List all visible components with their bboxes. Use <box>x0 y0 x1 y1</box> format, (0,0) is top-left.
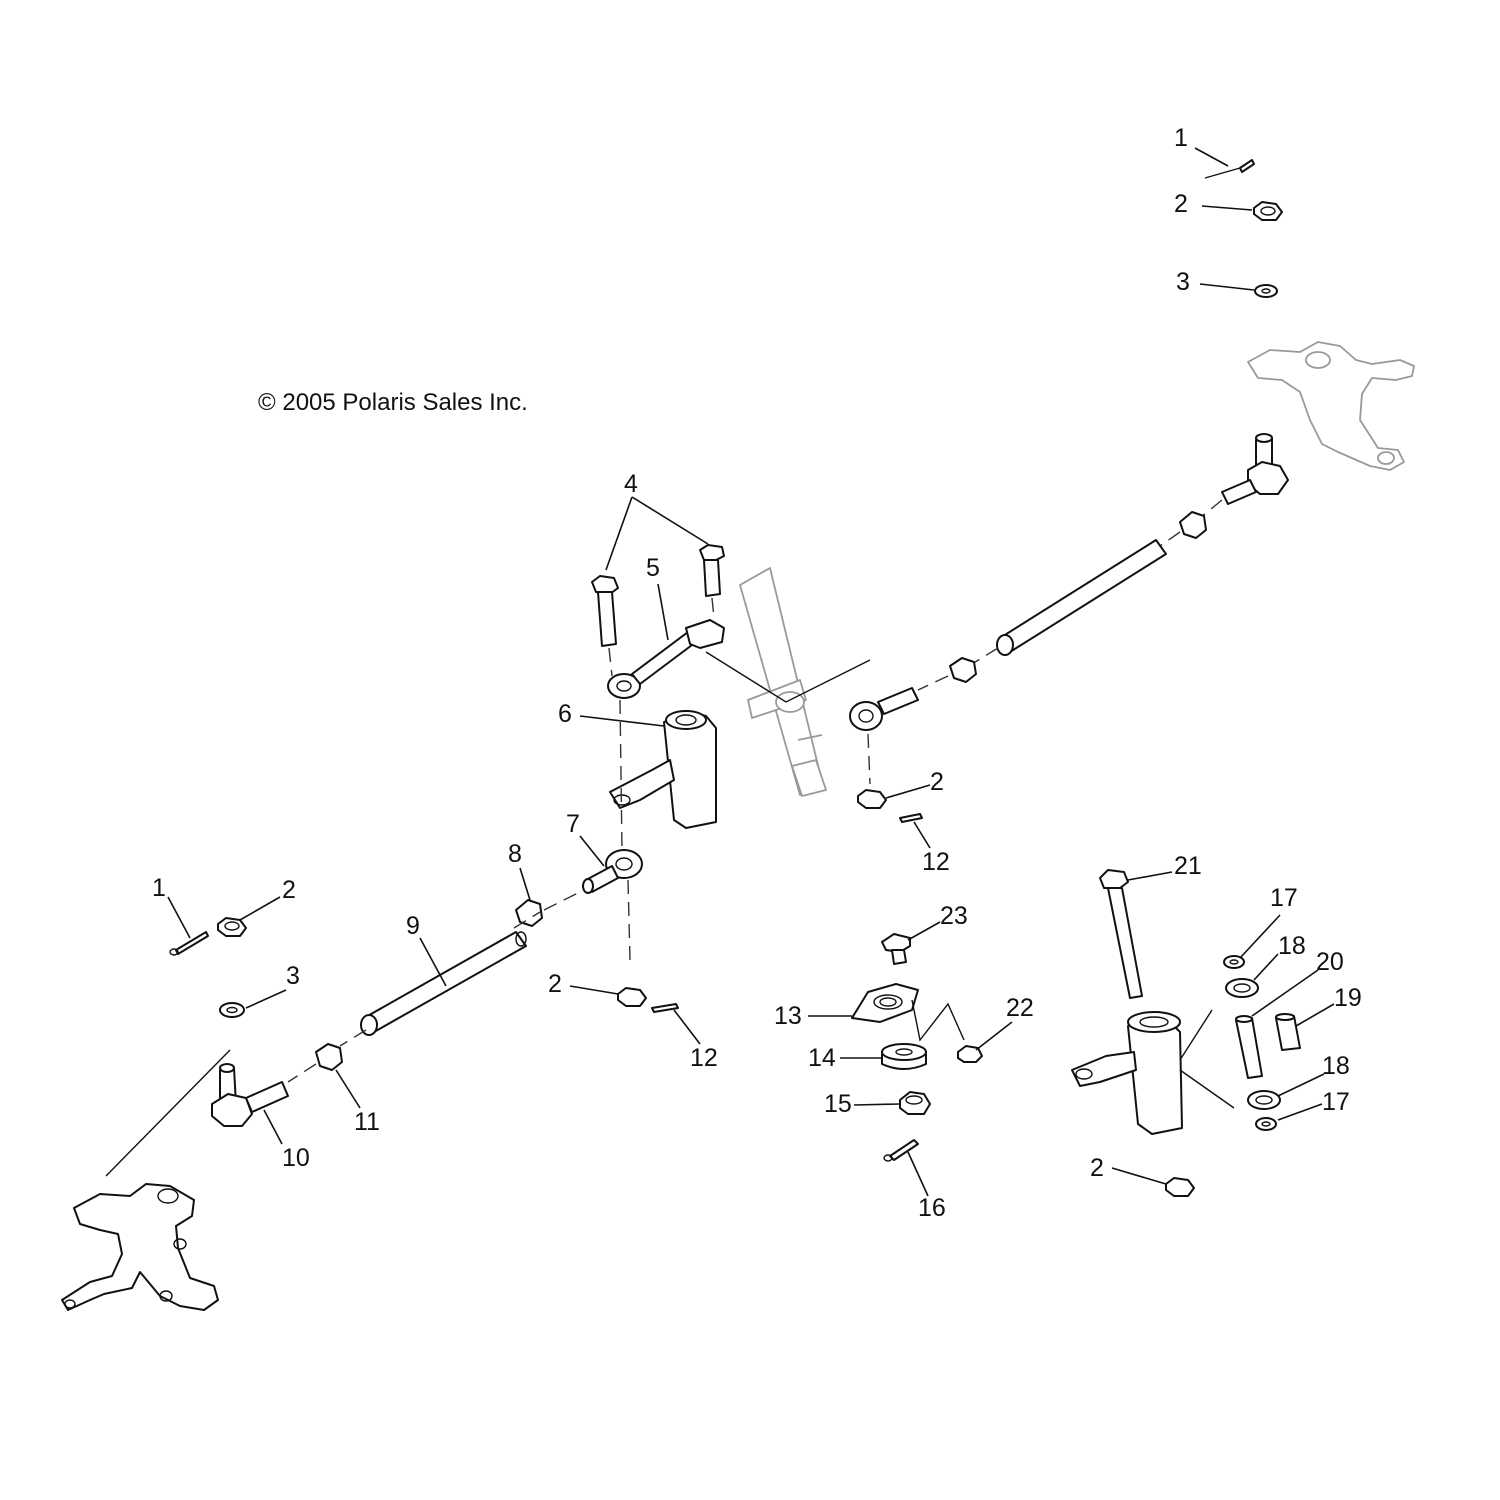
steering-arm-housing <box>609 710 717 829</box>
callout-9: 9 <box>406 912 420 940</box>
callout-15: 15 <box>824 1090 852 1118</box>
callout-3: 3 <box>286 962 300 990</box>
callout-17: 17 <box>1322 1088 1350 1116</box>
bolt-left <box>591 575 619 647</box>
cotter-pin-bottom <box>883 1139 919 1162</box>
right-spindle <box>1247 341 1415 471</box>
jam-nut-right <box>1179 511 1207 539</box>
jam-nut-right-inner <box>949 657 977 683</box>
callout-12: 12 <box>690 1044 718 1072</box>
tie-rod-tube-right <box>996 539 1167 656</box>
bearing-upper <box>1225 978 1259 998</box>
callout-2: 2 <box>1090 1154 1104 1182</box>
jam-nut-left-inner <box>515 899 543 927</box>
flange-nut-center-right <box>857 789 887 809</box>
callout-6: 6 <box>558 700 572 728</box>
callout-3: 3 <box>1176 268 1190 296</box>
callout-17: 17 <box>1270 884 1298 912</box>
steering-pivot-housing <box>1071 1011 1183 1135</box>
washer-lower-right <box>1255 1117 1277 1131</box>
callout-4: 4 <box>624 470 638 498</box>
tie-rod-end-left-outer <box>211 1063 289 1127</box>
washer-left <box>219 1002 245 1018</box>
callout-21: 21 <box>1174 852 1202 880</box>
leader-lines <box>167 147 1335 1197</box>
callout-2: 2 <box>1174 190 1188 218</box>
mounting-plate <box>851 983 919 1023</box>
callout-23: 23 <box>940 902 968 930</box>
washer-upper-right <box>1223 955 1245 969</box>
flange-nut-center-left <box>617 987 647 1007</box>
castle-nut <box>899 1091 931 1115</box>
long-bolt <box>1099 869 1143 999</box>
tie-rod-end-right-inner <box>849 687 919 731</box>
copyright-notice: © 2005 Polaris Sales Inc. <box>258 389 528 416</box>
tie-rod-tube-left <box>360 931 527 1036</box>
callout-19: 19 <box>1334 984 1362 1012</box>
bushing <box>881 1043 927 1070</box>
callout-2: 2 <box>548 970 562 998</box>
callout-1: 1 <box>152 874 166 902</box>
callout-labels: 1 2 3 4 5 6 7 8 9 10 11 12 12 13 14 15 1… <box>152 124 1362 1222</box>
callout-5: 5 <box>646 554 660 582</box>
callout-8: 8 <box>508 840 522 868</box>
callout-10: 10 <box>282 1144 310 1172</box>
flange-nut-bottom-right <box>1165 1177 1195 1197</box>
washer-top-right <box>1254 284 1278 298</box>
callout-14: 14 <box>808 1044 836 1072</box>
tie-rod-end-left-inner <box>582 849 643 894</box>
bolt-right <box>699 544 725 597</box>
callout-18: 18 <box>1322 1052 1350 1080</box>
callout-16: 16 <box>918 1194 946 1222</box>
carriage-bolt <box>881 933 911 965</box>
tie-rod-end-right <box>1221 433 1289 505</box>
jam-nut-left-outer <box>315 1043 343 1071</box>
callout-11: 11 <box>354 1108 380 1136</box>
callout-2: 2 <box>930 768 944 796</box>
cotter-pin-center-left <box>651 1003 679 1013</box>
cotter-pin-left <box>169 931 209 956</box>
callout-1: 1 <box>1174 124 1188 152</box>
sleeve-short <box>1275 1013 1301 1051</box>
callout-13: 13 <box>774 1002 802 1030</box>
cotter-pin-top-right <box>1204 159 1255 179</box>
cotter-pin-center-right <box>899 813 923 823</box>
flange-nut-top-right <box>1253 201 1283 221</box>
drag-link <box>607 619 725 699</box>
callout-18: 18 <box>1278 932 1306 960</box>
sleeve-long <box>1235 1015 1263 1079</box>
callout-12: 12 <box>922 848 950 876</box>
callout-7: 7 <box>566 810 580 838</box>
flange-nut-left <box>217 917 247 937</box>
bearing-lower <box>1247 1090 1281 1110</box>
callout-20: 20 <box>1316 948 1344 976</box>
left-spindle <box>61 1183 219 1311</box>
callout-22: 22 <box>1006 994 1034 1022</box>
callout-2: 2 <box>282 876 296 904</box>
